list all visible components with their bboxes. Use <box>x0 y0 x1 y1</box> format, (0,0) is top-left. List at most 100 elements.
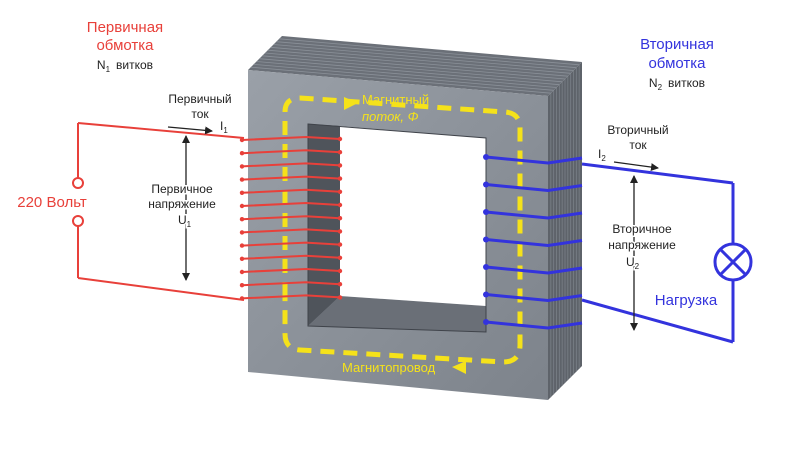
primary-coil-end <box>337 150 343 155</box>
flux-arrow-top <box>344 97 358 110</box>
primary-coil-turn <box>241 215 341 221</box>
flux-label-line2: поток, Φ <box>362 109 419 124</box>
terminal-circle-icon <box>72 215 84 227</box>
primary-coil-end <box>337 242 343 247</box>
core-label: Магнитопровод <box>342 360 436 375</box>
secondary-coil-turn <box>485 238 583 248</box>
lamination-line <box>250 66 551 94</box>
primary-voltage-line1: Первичное <box>151 182 213 196</box>
flux-arrow-bottom <box>452 361 466 374</box>
flux-label-line1: Магнитный <box>362 92 429 107</box>
load-label: Нагрузка <box>655 292 718 309</box>
primary-coil-end <box>239 217 245 222</box>
secondary-current-symbol: I2 <box>598 147 606 163</box>
lamination-line <box>264 52 566 80</box>
primary-coil-end <box>337 202 343 208</box>
primary-circuit <box>72 122 343 301</box>
lamination-line <box>253 63 554 91</box>
secondary-current-line2: ток <box>629 138 647 152</box>
lamination-lines <box>250 38 580 398</box>
primary-coil-end <box>337 282 343 287</box>
primary-coil-end <box>239 177 245 182</box>
secondary-title-line1: Вторичная <box>640 36 714 53</box>
primary-voltage-line2: напряжение <box>148 197 216 211</box>
secondary-current-arrow <box>613 161 659 172</box>
primary-coil-turn <box>241 254 341 260</box>
secondary-coil-end <box>483 236 489 243</box>
primary-coil-end <box>239 151 245 156</box>
primary-coil-turn <box>241 267 341 273</box>
primary-coil-end <box>337 176 343 181</box>
primary-coil-end <box>239 283 245 288</box>
secondary-coil-turn <box>485 265 583 275</box>
lamp-icon <box>713 242 753 282</box>
primary-coil-end <box>337 163 343 168</box>
primary-voltage-symbol: U1 <box>178 213 192 229</box>
primary-current-line2: ток <box>191 107 209 121</box>
secondary-coil-turn <box>485 320 583 330</box>
core-window-rim <box>307 123 487 333</box>
primary-coil-end <box>239 137 245 143</box>
secondary-coil-end <box>483 319 489 325</box>
primary-current-symbol: I1 <box>220 119 228 135</box>
primary-coil-end <box>337 255 343 260</box>
primary-current-line1: Первичный <box>168 92 231 106</box>
primary-coil-end <box>239 203 245 209</box>
primary-coil-turn <box>241 175 341 181</box>
primary-coil-end <box>239 164 245 169</box>
primary-coil-turn <box>241 201 341 207</box>
primary-wire-bottom-h <box>77 277 245 301</box>
primary-coil-turn <box>241 188 341 194</box>
magnetic-flux-path <box>282 95 523 374</box>
primary-wire-top-h <box>77 122 245 139</box>
primary-current-arrow <box>167 126 213 135</box>
primary-coil-end <box>337 295 343 300</box>
core-window-inner-bottom <box>308 296 486 332</box>
primary-coil-end <box>337 189 343 194</box>
secondary-coil-end <box>483 264 489 270</box>
secondary-coil-end <box>483 181 489 188</box>
secondary-wire-top <box>581 162 734 185</box>
primary-coil-turn <box>241 281 341 287</box>
lamination-line <box>276 41 577 69</box>
primary-coil-turn <box>241 241 341 247</box>
core-window <box>340 126 486 306</box>
primary-coil-turn <box>241 228 341 234</box>
secondary-voltage-line1: Вторичное <box>612 222 672 236</box>
secondary-coil-turn <box>485 183 583 193</box>
secondary-coil-turn <box>485 210 583 220</box>
primary-title-line2: обмотка <box>96 37 154 54</box>
secondary-voltage-symbol: U2 <box>626 255 640 271</box>
secondary-coil-end <box>483 154 489 160</box>
secondary-circuit <box>483 154 753 344</box>
secondary-coil-turn <box>485 155 583 165</box>
primary-coil-turn <box>241 162 341 168</box>
source-voltage-label: 220 Вольт <box>17 194 87 211</box>
lamination-line <box>267 49 568 77</box>
primary-title-line1: Первичная <box>87 19 163 36</box>
primary-coil-end <box>239 256 245 261</box>
primary-coil-end <box>239 190 245 195</box>
terminal-circle-icon <box>72 177 84 189</box>
primary-coil-end <box>239 243 245 248</box>
lamination-line <box>279 38 580 66</box>
secondary-current-line1: Вторичный <box>607 123 668 137</box>
lamination-line <box>273 44 574 71</box>
lamination-line <box>259 58 560 86</box>
primary-coil-turn <box>241 294 341 300</box>
secondary-winding <box>483 154 583 330</box>
secondary-wire-bottom <box>581 298 734 344</box>
primary-coil-end <box>239 269 245 275</box>
primary-coil-turn <box>241 135 341 141</box>
primary-coil-end <box>337 268 343 274</box>
lamination-line <box>262 55 563 83</box>
magnetic-core <box>248 36 582 400</box>
primary-coil-end <box>337 216 343 221</box>
primary-coil-end <box>239 230 245 235</box>
primary-coil-end <box>337 136 343 142</box>
secondary-coil-turn <box>485 293 583 303</box>
primary-coil-end <box>337 229 343 234</box>
